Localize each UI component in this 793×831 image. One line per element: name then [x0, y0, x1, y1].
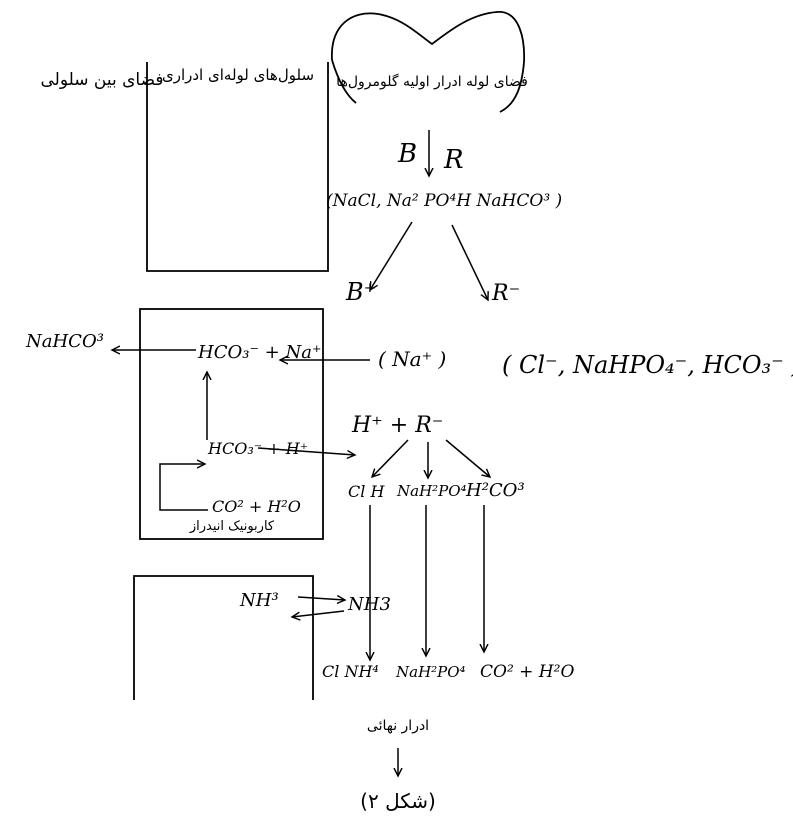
label-H2CO3: H²CO³	[465, 480, 525, 501]
arrow-to-Rminus	[451, 224, 488, 300]
label-final-urine: ادرار نهائی	[367, 718, 429, 734]
label-Na-ion: ( Na⁺ )	[378, 347, 446, 371]
carbonic-cycle-bracket	[159, 464, 208, 511]
label-ClNH4: Cl NH⁴	[322, 662, 379, 681]
arrow-NH3-left	[292, 610, 345, 617]
figure-caption: (شکل ۲)	[360, 789, 436, 813]
arrow-to-H2CO3	[445, 439, 490, 477]
arrow-Hplus-out	[257, 447, 355, 455]
label-salts: (NaCl, Na² PO⁴H NaHCO³ )	[326, 191, 562, 211]
label-NaH2PO4: NaH²PO⁴	[396, 482, 467, 500]
arrow-NH3-right	[297, 597, 345, 600]
label-R: R	[443, 145, 464, 175]
label-B: B	[397, 139, 417, 169]
arrow-to-Bplus	[370, 221, 413, 290]
label-ClH: Cl H	[348, 482, 385, 501]
tubule-cell-box-middle	[139, 308, 324, 540]
tubule-cell-box-top	[146, 62, 329, 272]
tubule-cell-box-bottom	[133, 575, 314, 700]
label-anions: ( Cl⁻, NaHPO₄⁻, HCO₃⁻ )	[502, 351, 793, 379]
label-H-plus-R: H⁺ + R⁻	[351, 413, 443, 438]
label-NaH2PO4-bottom: NaH²PO⁴	[395, 663, 466, 681]
label-HCO3-H: HCO₃⁻ + H⁺	[207, 439, 308, 458]
arrow-to-ClH	[372, 439, 409, 477]
label-interstitial: فضای بین سلولی	[41, 70, 164, 90]
tubule-lumen-outline	[331, 11, 525, 113]
label-B-plus: B⁺	[345, 278, 376, 306]
label-NaHCO3-out: NaHCO³	[25, 331, 104, 352]
label-NH3-left: NH³	[239, 590, 279, 611]
label-carbonic-anhydrase: کاربونیک انیدراز	[189, 519, 275, 534]
label-CO2-H2O-bottom: CO² + H²O	[480, 662, 574, 682]
label-tubule-cells: سلول‌های لوله‌ای ادراری	[162, 66, 314, 84]
label-NH3-right: NH3	[347, 594, 391, 615]
label-HCO3-plus-Na: HCO₃⁻ + Na⁺	[197, 342, 321, 363]
label-tubule-lumen: فضای لوله ادرار اولیه گلومرول‌ها	[336, 73, 528, 90]
label-CO2-H2O: CO² + H²O	[212, 497, 301, 516]
label-R-minus: R⁻	[491, 281, 520, 306]
